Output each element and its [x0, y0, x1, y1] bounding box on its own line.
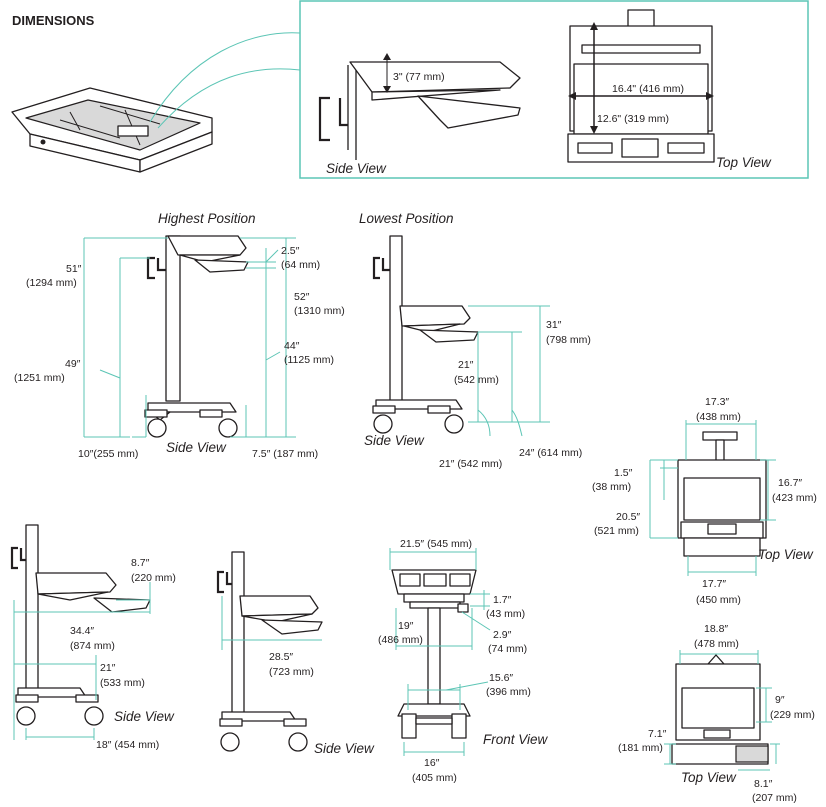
side2-reach-mm: (874 mm) [70, 640, 115, 652]
front-base-width-mm: (405 mm) [412, 772, 457, 784]
lowest-surface-clearance: 24″ (614 mm) [519, 447, 582, 459]
highest-keyboard-height-mm: (1125 mm) [284, 354, 334, 366]
front-tray-gap: 1.7″ [493, 594, 512, 606]
top1-surface-depth: 16.7″ [778, 477, 802, 489]
top2-keyboard-depth: 7.1″ [648, 728, 667, 740]
side2-reach: 34.4″ [70, 625, 94, 637]
front-column-span: 15.6″ [489, 672, 513, 684]
side-view-3-cart [216, 551, 323, 752]
highest-base-front: 7.5″ (187 mm) [252, 448, 318, 460]
highest-handle-height-mm: (1251 mm) [14, 372, 65, 384]
top2-caption: Top View [681, 770, 737, 785]
front-keyboard-drop: 2.9″ [493, 629, 512, 641]
top1-depth: 20.5″ [616, 511, 640, 523]
top2-depth-mm: (229 mm) [770, 709, 815, 721]
front-base-width: 16″ [424, 757, 440, 769]
front-column-span-mm: (396 mm) [486, 686, 531, 698]
cart-lowest-position [372, 235, 479, 434]
lowest-surface-height-mm: (798 mm) [546, 334, 591, 346]
top1-base-width: 17.7″ [702, 578, 726, 590]
front-view-cart [391, 569, 477, 739]
lowest-keyboard-clearance: 21″ (542 mm) [439, 458, 502, 470]
top-view-1-cart [677, 431, 767, 557]
side2-base-depth-mm: (533 mm) [100, 677, 145, 689]
side3-reach: 28.5″ [269, 651, 293, 663]
inset-tray-width-label: 16.4" (416 mm) [612, 83, 684, 95]
top2-width-mm: (478 mm) [694, 638, 739, 650]
lowest-keyboard-height-mm: (542 mm) [454, 374, 499, 386]
lowest-keyboard-height: 21″ [458, 359, 474, 371]
highest-base-rear: 10″(255 mm) [78, 448, 138, 460]
connector-line [149, 32, 301, 123]
highest-surface-height: 52″ [294, 291, 310, 303]
top2-width: 18.8″ [704, 623, 728, 635]
top1-base-width-mm: (450 mm) [696, 594, 741, 606]
highest-caption: Side View [166, 440, 227, 455]
connector-line [157, 68, 301, 129]
highest-heading: Highest Position [158, 211, 256, 226]
top1-offset-mm: (38 mm) [592, 481, 631, 493]
side3-caption: Side View [314, 741, 375, 756]
highest-keyboard-gap: 2.5″ [281, 245, 300, 257]
lowest-heading: Lowest Position [359, 211, 454, 226]
top2-depth: 9″ [775, 694, 785, 706]
storage-bin-illustration [11, 87, 213, 173]
inset-tray-length-label: 12.6" (319 mm) [597, 113, 669, 125]
page-title: DIMENSIONS [12, 13, 95, 28]
highest-keyboard-height: 44″ [284, 340, 300, 352]
side2-base-depth: 21″ [100, 662, 116, 674]
top2-keyboard-width: 8.1″ [754, 778, 773, 790]
top1-surface-depth-mm: (423 mm) [772, 492, 817, 504]
inset-top-view-caption: Top View [716, 155, 772, 170]
highest-keyboard-gap-mm: (64 mm) [281, 259, 320, 271]
front-width: 21.5″ (545 mm) [400, 538, 472, 550]
top1-width-mm: (438 mm) [696, 411, 741, 423]
highest-total-height-mm: (1294 mm) [26, 277, 77, 289]
side2-tray-extension-mm: (220 mm) [131, 572, 176, 584]
inset-box [299, 0, 809, 179]
side2-wheelbase: 18″ (454 mm) [96, 739, 159, 751]
inset-side-view-caption: Side View [326, 161, 387, 176]
cart-highest-position [144, 235, 249, 438]
front-keyboard-width-mm: (486 mm) [378, 634, 423, 646]
top2-keyboard-depth-mm: (181 mm) [618, 742, 663, 754]
side2-tray-extension: 8.7″ [131, 557, 150, 569]
top1-offset: 1.5″ [614, 467, 633, 479]
top1-depth-mm: (521 mm) [594, 525, 639, 537]
top2-keyboard-width-mm: (207 mm) [752, 792, 797, 804]
lowest-caption: Side View [364, 433, 425, 448]
front-keyboard-drop-mm: (74 mm) [488, 643, 527, 655]
front-keyboard-width: 19″ [398, 620, 414, 632]
highest-total-height: 51″ [66, 263, 82, 275]
top1-width: 17.3″ [705, 396, 729, 408]
front-caption: Front View [483, 732, 549, 747]
highest-handle-height: 49″ [65, 358, 81, 370]
lowest-surface-height: 31″ [546, 319, 562, 331]
side-view-2-cart [10, 524, 151, 726]
inset-tray-depth-label: 3" (77 mm) [393, 71, 445, 83]
top-view-2-cart [671, 654, 769, 765]
highest-surface-height-mm: (1310 mm) [294, 305, 345, 317]
inset-side-view [318, 61, 521, 160]
top1-caption: Top View [758, 547, 814, 562]
side2-caption: Side View [114, 709, 175, 724]
front-tray-gap-mm: (43 mm) [486, 608, 525, 620]
side3-reach-mm: (723 mm) [269, 666, 314, 678]
